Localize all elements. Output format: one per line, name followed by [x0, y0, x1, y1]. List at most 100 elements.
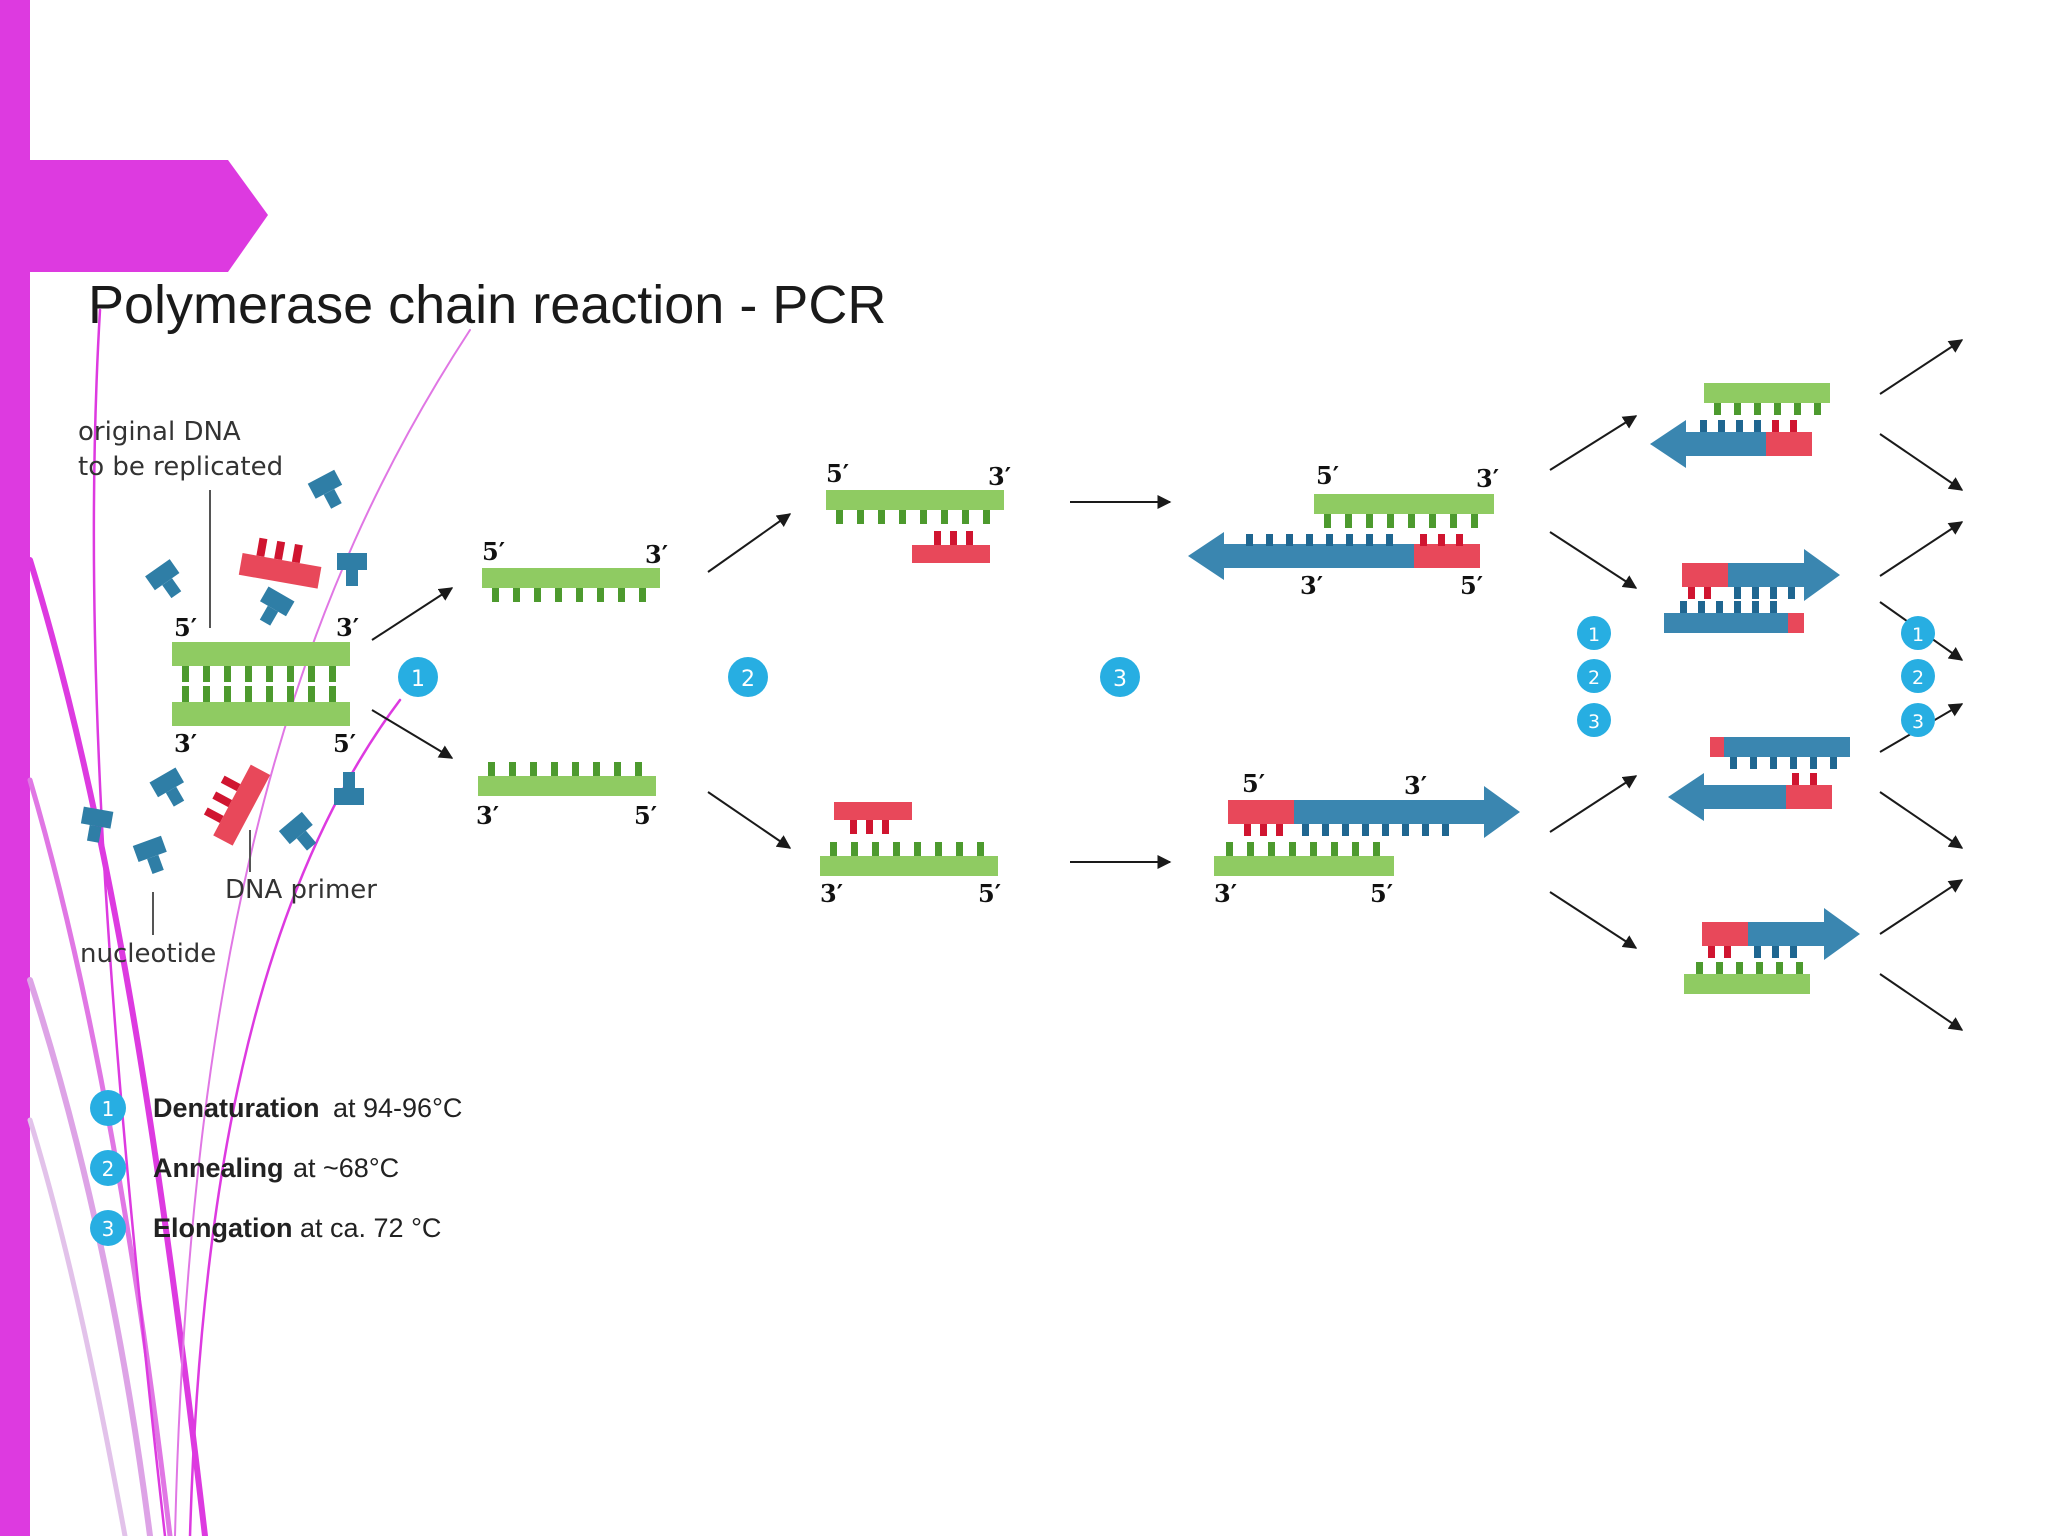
- legend-step-name: Elongation: [153, 1213, 292, 1243]
- free-nucleotides: [80, 469, 367, 874]
- svg-text:1: 1: [1912, 624, 1924, 646]
- strand-end-label: 5′: [1460, 571, 1483, 600]
- single-strand-bottom: [478, 762, 656, 796]
- strand-end-label: 3′: [476, 801, 499, 830]
- svg-text:2: 2: [1588, 667, 1600, 689]
- legend-number: 2: [102, 1157, 115, 1181]
- nucleotide-icon: [334, 772, 364, 805]
- flow-arrow-icon: [1549, 891, 1638, 949]
- flow-arrow-icon: [371, 709, 454, 759]
- strand-end-label: 5′: [1316, 461, 1339, 490]
- legend-step-name: Denaturation: [153, 1093, 320, 1123]
- nucleotide-label: nucleotide: [80, 939, 216, 969]
- svg-text:2: 2: [741, 667, 755, 692]
- nucleotide-icon: [132, 835, 167, 874]
- legend-number: 1: [102, 1097, 115, 1121]
- svg-text:3: 3: [1912, 711, 1924, 733]
- flow-arrow-icon: [1879, 879, 1964, 935]
- strand-end-label: 5′: [634, 801, 657, 830]
- legend-number: 3: [102, 1217, 115, 1241]
- product-4: [1684, 908, 1860, 994]
- next-cycle-arrows: [1549, 415, 1638, 949]
- original-dna-label-line1: original DNA: [78, 417, 241, 447]
- page-title: Polymerase chain reaction - PCR: [88, 275, 886, 335]
- flow-arrow-icon: [707, 791, 792, 849]
- nucleotide-icon: [259, 586, 295, 626]
- svg-text:2: 2: [1912, 667, 1924, 689]
- nucleotide-icon: [278, 811, 317, 851]
- nucleotide-icon: [80, 806, 114, 843]
- legend-step-condition: at 94-96°C: [333, 1093, 462, 1123]
- left-accent-bar: [0, 0, 30, 1536]
- step-circle-icon: 2: [1577, 659, 1611, 693]
- legend-item: 1 Denaturation at 94-96°C: [90, 1090, 462, 1126]
- product-1: [1650, 383, 1830, 468]
- step-circle-icon: 3: [1577, 703, 1611, 737]
- flow-arrow-icon: [1879, 433, 1964, 491]
- strand-end-label: 3′: [1476, 464, 1499, 493]
- single-strand-top: [482, 568, 660, 602]
- step-circles-column-final: 1 2 3: [1901, 616, 1935, 737]
- product-2: [1664, 549, 1840, 633]
- legend-step-condition: at ca. 72 °C: [300, 1213, 441, 1243]
- strand-end-label: 3′: [645, 540, 668, 569]
- primer-icon: [238, 537, 322, 589]
- nucleotide-icon: [145, 559, 182, 599]
- strand-end-label: 3′: [1214, 879, 1237, 908]
- dna-primer-label: DNA primer: [225, 875, 377, 905]
- svg-text:1: 1: [411, 667, 425, 692]
- elongated-strand-top: [1188, 494, 1494, 580]
- step-circles-column: 1 2 3: [1577, 616, 1611, 737]
- legend-step-name: Annealing: [153, 1153, 284, 1183]
- step-circle-icon: 3: [1901, 703, 1935, 737]
- strand-end-label: 5′: [1242, 769, 1265, 798]
- svg-text:1: 1: [1588, 624, 1600, 646]
- svg-text:3: 3: [1588, 711, 1600, 733]
- strand-end-label: 3′: [174, 729, 197, 758]
- strand-end-label: 5′: [174, 613, 197, 642]
- svg-text:3: 3: [1113, 667, 1127, 692]
- primer-icon: [203, 764, 271, 846]
- strand-end-label: 5′: [1370, 879, 1393, 908]
- strand-end-label: 5′: [978, 879, 1001, 908]
- flow-arrow-icon: [1879, 521, 1964, 577]
- legend-item: 3 Elongation at ca. 72 °C: [90, 1210, 441, 1246]
- original-dna-double-strand: [172, 642, 350, 726]
- strand-end-label: 5′: [333, 729, 356, 758]
- nucleotide-icon: [307, 469, 343, 509]
- strand-end-label: 3′: [1300, 571, 1323, 600]
- final-arrows: [1879, 339, 1964, 1031]
- step-circle-icon: [90, 1210, 126, 1246]
- flow-arrow-icon: [1549, 775, 1638, 833]
- step-circle-icon: [90, 1090, 126, 1126]
- nucleotide-icon: [337, 553, 367, 586]
- strand-end-label: 5′: [826, 459, 849, 488]
- annealed-strand-bottom: [820, 802, 998, 876]
- legend-item: 2 Annealing at ~68°C: [90, 1150, 399, 1186]
- step-circle-icon: 2: [728, 657, 768, 697]
- strand-end-label: 3′: [1404, 771, 1427, 800]
- legend: 1 Denaturation at 94-96°C 2 Annealing at…: [90, 1090, 462, 1246]
- strand-end-label: 3′: [336, 613, 359, 642]
- flow-arrow-icon: [1879, 791, 1964, 849]
- flow-arrow-icon: [1879, 339, 1964, 395]
- strand-end-label: 3′: [988, 462, 1011, 491]
- flow-arrow-icon: [371, 587, 454, 641]
- step-circle-icon: 1: [1901, 616, 1935, 650]
- original-dna-label-line2: to be replicated: [78, 452, 283, 482]
- step-circle-icon: 3: [1100, 657, 1140, 697]
- annealed-strand-top: [826, 490, 1004, 563]
- product-3: [1668, 737, 1850, 821]
- decorative-swoosh: [27, 308, 471, 1536]
- flow-arrow-icon: [1549, 531, 1638, 589]
- legend-step-condition: at ~68°C: [293, 1153, 399, 1183]
- step-circle-icon: [90, 1150, 126, 1186]
- strand-end-label: 5′: [482, 537, 505, 566]
- elongated-strand-bottom: [1214, 786, 1520, 876]
- tab-arrow-icon: [30, 160, 268, 272]
- flow-arrow-icon: [707, 513, 792, 573]
- flow-arrow-icon: [1549, 415, 1638, 471]
- step-circle-icon: 2: [1901, 659, 1935, 693]
- flow-arrow-icon: [1879, 973, 1964, 1031]
